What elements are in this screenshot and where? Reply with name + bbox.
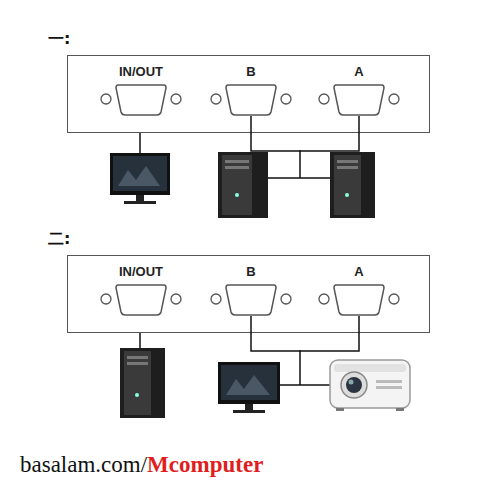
vga-connector bbox=[309, 82, 409, 116]
switch-panel: 二:IN/OUTBA bbox=[67, 255, 430, 333]
vga-port: A bbox=[309, 64, 409, 116]
projector-icon bbox=[330, 360, 410, 411]
panel-heading: 一: bbox=[48, 29, 70, 50]
vga-port: B bbox=[201, 264, 301, 316]
cable-connector bbox=[251, 116, 359, 151]
port-label: A bbox=[309, 264, 409, 280]
port-label: A bbox=[309, 64, 409, 80]
port-label: IN/OUT bbox=[91, 64, 191, 80]
switch-panel: 一:IN/OUTBA bbox=[67, 55, 430, 133]
watermark: basalam.com/Mcomputer bbox=[20, 452, 263, 478]
vga-port: IN/OUT bbox=[91, 64, 191, 116]
vga-connector bbox=[201, 82, 301, 116]
vga-port: IN/OUT bbox=[91, 264, 191, 316]
vga-port: B bbox=[201, 64, 301, 116]
watermark-text: Mcomputer bbox=[147, 452, 263, 477]
port-label: B bbox=[201, 264, 301, 280]
pc-tower-icon bbox=[120, 348, 165, 418]
vga-port: A bbox=[309, 264, 409, 316]
vga-connector bbox=[201, 282, 301, 316]
pc-tower-icon bbox=[330, 152, 375, 218]
watermark-text: basalam.com/ bbox=[20, 452, 147, 477]
cable-connector bbox=[251, 316, 359, 351]
vga-connector bbox=[309, 282, 409, 316]
monitor-icon bbox=[218, 362, 280, 413]
panel-heading: 二: bbox=[48, 229, 70, 250]
port-label: B bbox=[201, 64, 301, 80]
monitor-icon bbox=[110, 153, 170, 204]
vga-connector bbox=[91, 82, 191, 116]
pc-tower-icon bbox=[218, 152, 268, 218]
port-label: IN/OUT bbox=[91, 264, 191, 280]
vga-connector bbox=[91, 282, 191, 316]
